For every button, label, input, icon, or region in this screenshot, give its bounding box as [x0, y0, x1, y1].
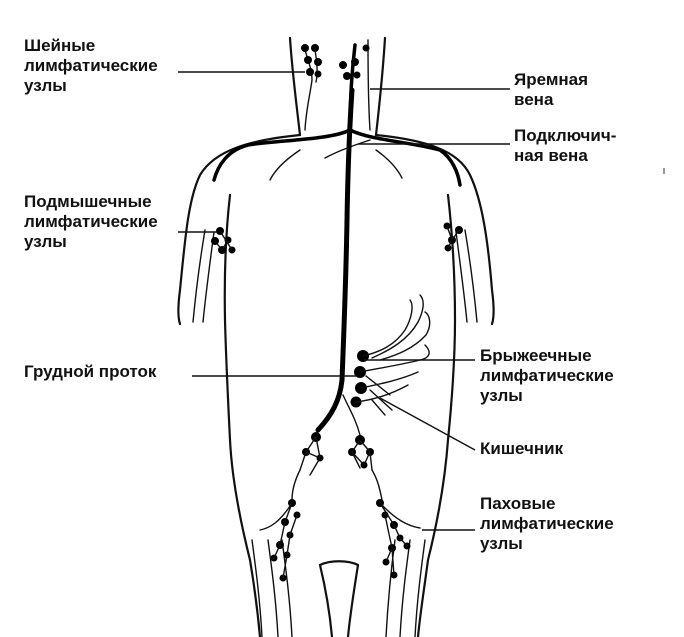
- inguinal-nodes-label-line-1: Паховые: [480, 494, 556, 513]
- neck-nodes-label-line-3: узлы: [24, 76, 67, 95]
- axillary-lymph-nodes: [211, 222, 463, 254]
- mesenteric-lymph-nodes: [350, 294, 431, 416]
- neck-lymph-nodes: [301, 44, 370, 131]
- axillary-nodes-label-line-1: Подмышечные: [24, 192, 152, 211]
- thoracic-duct-label: Грудной проток: [24, 362, 156, 382]
- neck-nodes-label: Шейные лимфатические узлы: [24, 36, 158, 96]
- leader-lines: [178, 71, 510, 531]
- veins: [212, 39, 462, 187]
- axillary-nodes-label-line-2: лимфатические: [24, 212, 158, 231]
- subclavian-vein-label: Подключич- ная вена: [514, 126, 616, 166]
- subclavian-vein-label-line-1: Подключич-: [514, 126, 617, 145]
- mesenteric-nodes-label-line-1: Брыжеечные: [480, 346, 592, 365]
- intestine-label-line-1: Кишечник: [480, 439, 564, 458]
- inguinal-lymph-nodes: [259, 499, 421, 582]
- mesenteric-nodes-label: Брыжеечные лимфатические узлы: [480, 346, 614, 406]
- mesenteric-nodes-label-line-3: узлы: [480, 386, 523, 405]
- jugular-vein-label-line-1: Яремная: [514, 70, 589, 89]
- iliac-lymph-nodes: [291, 432, 383, 501]
- neck-nodes-label-line-2: лимфатические: [24, 56, 158, 75]
- intestine-label: Кишечник: [480, 439, 563, 459]
- inguinal-nodes-label-line-3: узлы: [480, 534, 523, 553]
- inguinal-nodes-label-line-2: лимфатические: [480, 514, 614, 533]
- inguinal-nodes-label: Паховые лимфатические узлы: [480, 494, 614, 554]
- neck-nodes-label-line-1: Шейные: [24, 36, 96, 55]
- subclavian-vein-label-line-2: ная вена: [514, 146, 588, 165]
- axillary-nodes-label-line-3: узлы: [24, 232, 67, 251]
- axillary-nodes-label: Подмышечные лимфатические узлы: [24, 192, 158, 252]
- thoracic-duct: [315, 87, 361, 436]
- mesenteric-nodes-label-line-2: лимфатические: [480, 366, 614, 385]
- jugular-vein-label: Яремная вена: [514, 70, 588, 110]
- body-outline: [177, 36, 495, 637]
- jugular-vein-label-line-2: вена: [514, 90, 554, 109]
- thoracic-duct-label-line-1: Грудной проток: [24, 362, 157, 381]
